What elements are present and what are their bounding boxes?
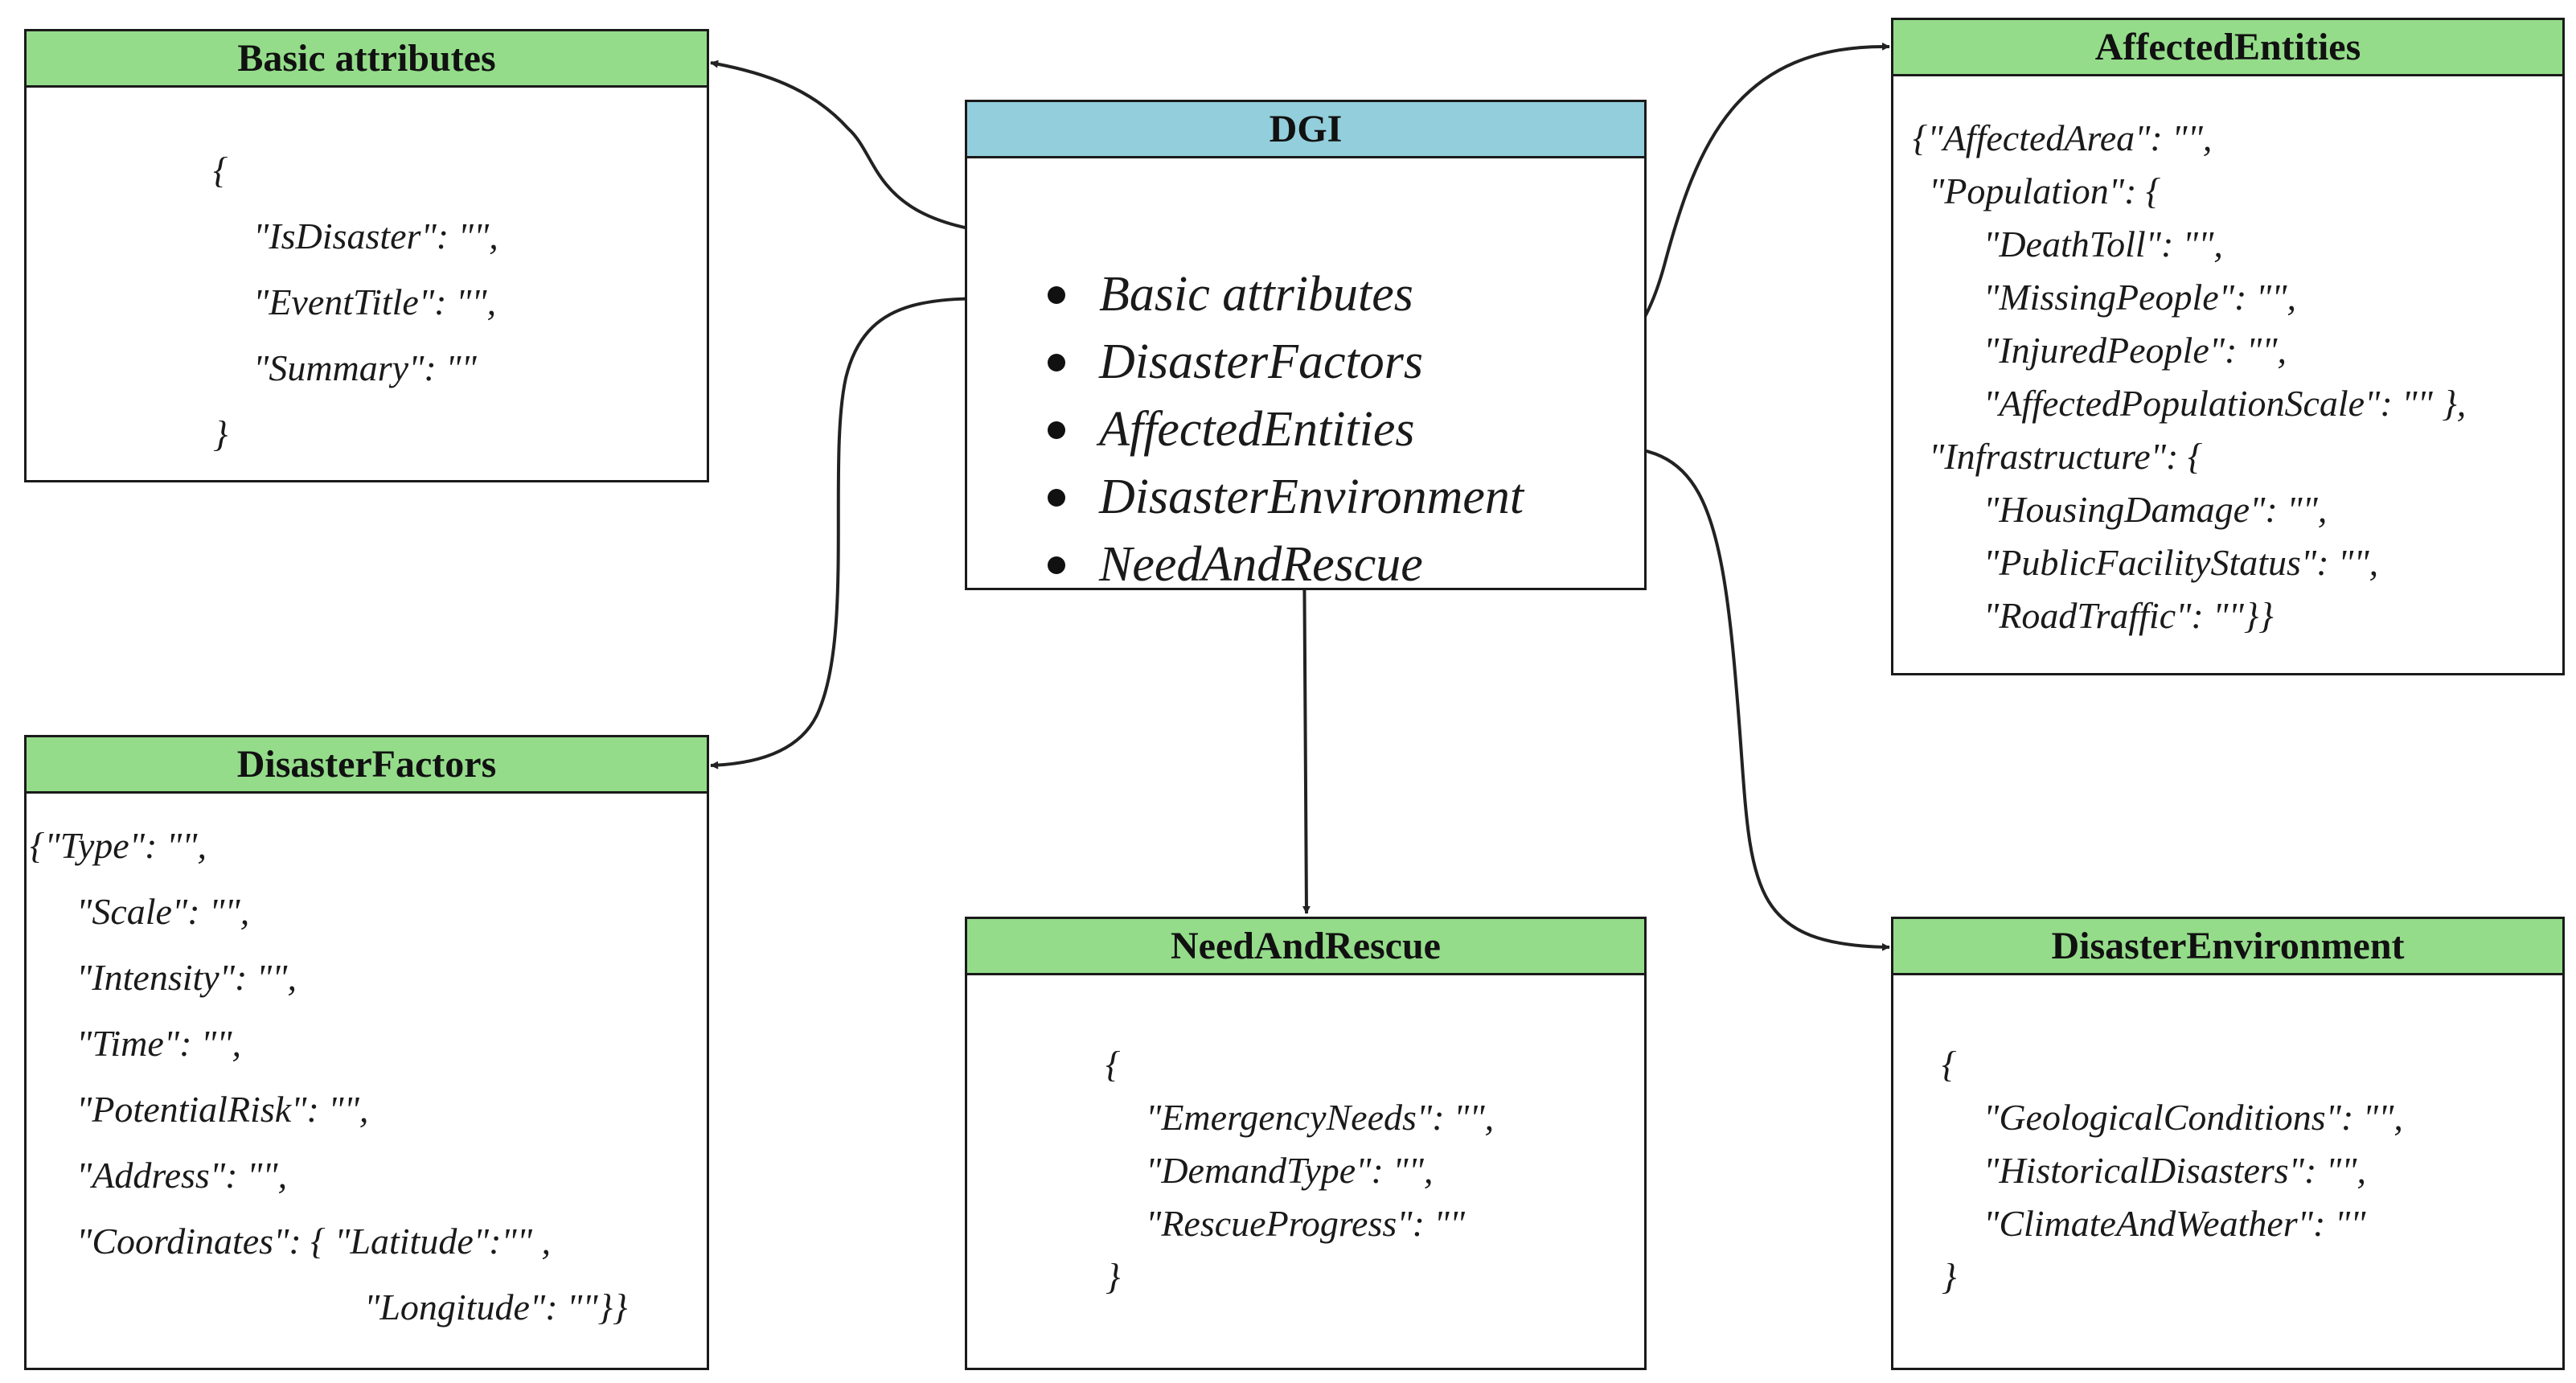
code-line: "IsDisaster": "", <box>253 215 498 256</box>
bullet-icon <box>1048 421 1065 439</box>
dgi-box: DGI Basic attributes DisasterFactors Aff… <box>965 100 1647 593</box>
code-line: "Scale": "", <box>76 891 250 932</box>
code-line: "Infrastructure": { <box>1929 436 2203 477</box>
code-line: "HistoricalDisasters": "", <box>1983 1150 2366 1191</box>
code-line: {"AffectedArea": "", <box>1913 117 2213 158</box>
dgi-item-label: Basic attributes <box>1099 267 1413 322</box>
disaster-environment-code: { "GeologicalConditions": "", "Historica… <box>1893 919 2403 1295</box>
dgi-item-basic-attributes: Basic attributes <box>1048 266 1413 323</box>
dgi-item-disaster-factors: DisasterFactors <box>1048 334 1423 391</box>
need-and-rescue-code: { "EmergencyNeeds": "", "DemandType": ""… <box>967 919 1494 1295</box>
bullet-icon <box>1048 488 1065 507</box>
dgi-item-label: NeedAndRescue <box>1099 537 1423 592</box>
code-line: "RescueProgress": "" <box>1146 1203 1466 1244</box>
code-line: {"Type": "", <box>30 825 207 866</box>
disaster-environment-title: DisasterEnvironment <box>1893 919 2562 975</box>
need-and-rescue-title: NeedAndRescue <box>967 919 1644 975</box>
code-line: "AffectedPopulationScale": "" }, <box>1983 383 2467 424</box>
bullet-icon <box>1048 285 1065 304</box>
basic-attributes-title: Basic attributes <box>27 31 707 88</box>
basic-attributes-box: Basic attributes { "IsDisaster": "", "Ev… <box>24 29 709 482</box>
dgi-item-disaster-environment: DisasterEnvironment <box>1048 469 1524 526</box>
bullet-icon <box>1048 353 1065 371</box>
code-line: "ClimateAndWeather": "" <box>1983 1203 2366 1244</box>
dgi-item-need-and-rescue: NeedAndRescue <box>1048 536 1423 593</box>
code-line: { <box>1105 1044 1121 1085</box>
affected-entities-box: AffectedEntities {"AffectedArea": "", "P… <box>1891 18 2565 675</box>
affected-entities-code: {"AffectedArea": "", "Population": { "De… <box>1893 20 2466 634</box>
code-line: "InjuredPeople": "", <box>1983 330 2287 371</box>
code-line: "PotentialRisk": "", <box>76 1089 369 1130</box>
code-line: "Coordinates": { "Latitude":"" , <box>76 1221 552 1262</box>
need-and-rescue-box: NeedAndRescue { "EmergencyNeeds": "", "D… <box>965 917 1647 1370</box>
code-line: "MissingPeople": "", <box>1983 277 2296 318</box>
code-line: "RoadTraffic": ""}} <box>1983 595 2274 636</box>
code-line: "Summary": "" <box>253 347 477 388</box>
code-line: } <box>213 413 228 454</box>
disaster-factors-box: DisasterFactors {"Type": "", "Scale": ""… <box>24 735 709 1370</box>
dgi-item-label: AffectedEntities <box>1099 402 1415 457</box>
code-line: "DeathToll": "", <box>1983 224 2223 265</box>
dgi-item-label: DisasterFactors <box>1099 334 1423 389</box>
bullet-icon <box>1048 556 1065 574</box>
dgi-item-label: DisasterEnvironment <box>1099 470 1524 524</box>
disaster-environment-box: DisasterEnvironment { "GeologicalConditi… <box>1891 917 2565 1370</box>
code-line: "EmergencyNeeds": "", <box>1146 1097 1495 1138</box>
code-line: { <box>1942 1044 1957 1085</box>
code-line: "Address": "", <box>76 1155 288 1196</box>
code-line: "Intensity": "", <box>76 957 297 998</box>
code-line: "GeologicalConditions": "", <box>1983 1097 2403 1138</box>
code-line: } <box>1105 1256 1121 1297</box>
code-line: "HousingDamage": "", <box>1983 489 2328 530</box>
code-line: } <box>1942 1256 1957 1297</box>
dgi-item-affected-entities: AffectedEntities <box>1048 401 1415 458</box>
disaster-factors-title: DisasterFactors <box>27 737 707 794</box>
code-line: "DemandType": "", <box>1146 1150 1434 1191</box>
dgi-title: DGI <box>967 102 1644 158</box>
code-line: "PublicFacilityStatus": "", <box>1983 542 2379 583</box>
affected-entities-title: AffectedEntities <box>1893 20 2562 76</box>
code-line: "EventTitle": "", <box>253 281 497 322</box>
code-line: "Longitude": ""}} <box>364 1287 628 1328</box>
disaster-factors-code: {"Type": "", "Scale": "", "Intensity": "… <box>27 737 627 1326</box>
basic-attributes-code: { "IsDisaster": "", "EventTitle": "", "S… <box>27 31 498 453</box>
code-line: "Time": "", <box>76 1023 242 1064</box>
code-line: "Population": { <box>1929 170 2161 211</box>
code-line: { <box>213 150 228 191</box>
